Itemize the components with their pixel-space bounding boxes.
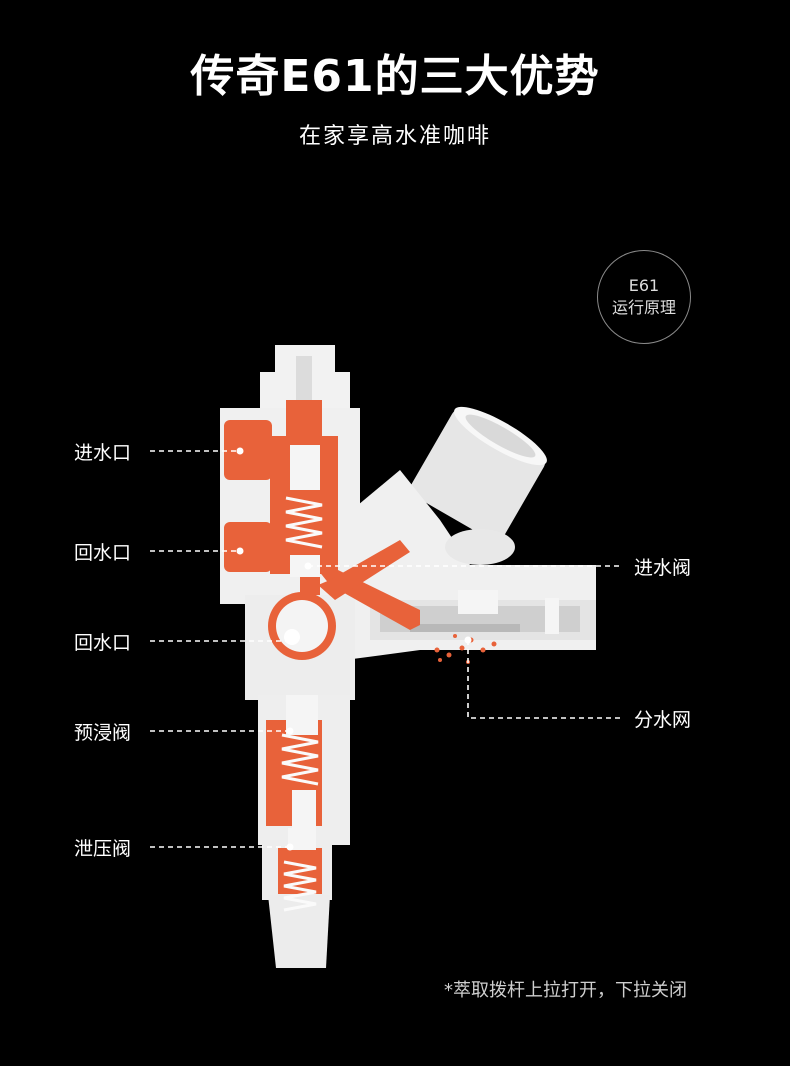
label-inlet-valve: 进水阀	[634, 553, 691, 580]
label-relief-valve: 泄压阀	[74, 834, 131, 861]
label-return-2: 回水口	[74, 628, 131, 655]
label-return-1: 回水口	[74, 538, 131, 565]
footnote: *萃取拨杆上拉打开，下拉关闭	[444, 976, 687, 1002]
label-shower-screen: 分水网	[634, 705, 691, 732]
label-inlet: 进水口	[74, 438, 131, 465]
label-preinfusion-valve: 预浸阀	[74, 718, 131, 745]
